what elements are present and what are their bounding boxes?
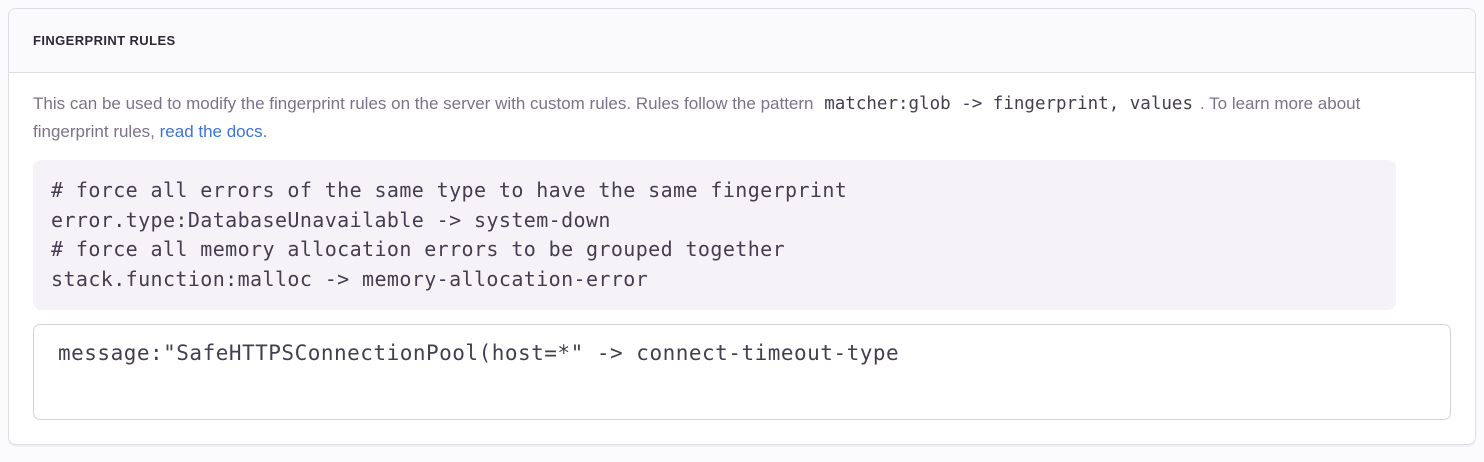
fingerprint-rules-panel: FINGERPRINT RULES This can be used to mo…	[8, 8, 1476, 445]
pattern-inline-code: matcher:glob -> fingerprint, values	[824, 94, 1193, 114]
panel-body: This can be used to modify the fingerpri…	[9, 73, 1475, 444]
fingerprint-rules-textarea[interactable]: message:"SafeHTTPSConnectionPool(host=*"…	[33, 324, 1451, 420]
example-rules-code-block: # force all errors of the same type to h…	[33, 160, 1396, 310]
description-text-after-pattern: . To learn more about fingerprint rules,	[33, 94, 1361, 141]
description-text-before-pattern: This can be used to modify the fingerpri…	[33, 94, 814, 113]
read-the-docs-link[interactable]: read the docs.	[159, 122, 268, 141]
field-description: This can be used to modify the fingerpri…	[33, 90, 1378, 145]
panel-title: FINGERPRINT RULES	[33, 33, 176, 48]
panel-header: FINGERPRINT RULES	[9, 9, 1475, 73]
